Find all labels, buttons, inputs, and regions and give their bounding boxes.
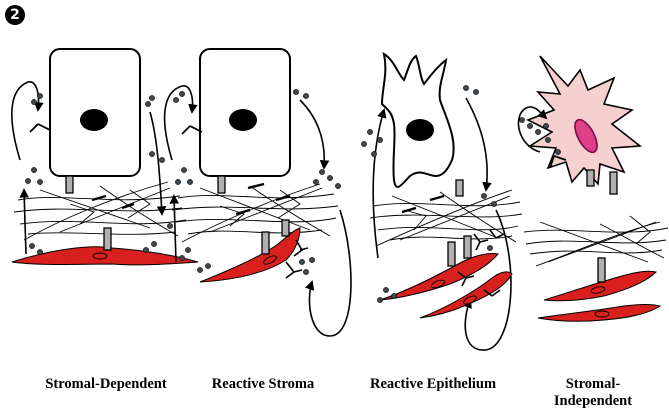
cell-nucleus (80, 109, 108, 131)
receptor (464, 236, 471, 258)
label-line-1: Stromal- (538, 376, 648, 393)
panel-reactive-epithelium (361, 54, 522, 350)
signal-arrow (174, 196, 176, 262)
cell-nucleus (406, 119, 434, 141)
fibroblast (538, 305, 660, 322)
signal-arrow (466, 98, 487, 190)
extracellular-matrix (172, 184, 338, 242)
signal-arrow (24, 190, 26, 254)
signal-arrow (165, 86, 193, 160)
receptor (610, 172, 617, 194)
label-stromal-dependent: Stromal-Dependent (16, 376, 196, 393)
signal-arrow (12, 82, 39, 160)
receptor (456, 180, 463, 196)
label-stromal-independent: Stromal- Independent (538, 376, 648, 410)
label-reactive-stroma: Reactive Stroma (188, 376, 338, 393)
receptor (587, 170, 594, 186)
signal-arrow (373, 110, 384, 258)
panel-stromal-independent (518, 56, 668, 321)
ligand-mark (92, 196, 134, 208)
receptor (448, 242, 455, 266)
label-line-2: Independent (538, 393, 648, 410)
receptor (66, 176, 73, 193)
receptor (282, 220, 289, 236)
receptor (104, 228, 111, 250)
extracellular-matrix (524, 216, 668, 266)
panel-number-badge: 2 (5, 5, 25, 25)
signal-arrow (309, 210, 351, 336)
ligand-mark (30, 124, 50, 132)
label-reactive-epithelium: Reactive Epithelium (348, 376, 518, 393)
cell-nucleus (229, 109, 257, 131)
tumor-cell (528, 56, 640, 184)
receptor (262, 232, 269, 254)
receptor (598, 258, 605, 282)
receptor (218, 176, 225, 193)
panel-stromal-dependent (12, 49, 198, 265)
signal-arrow (300, 100, 324, 168)
panel-reactive-stroma (165, 49, 351, 336)
ligand-mark (236, 184, 290, 214)
